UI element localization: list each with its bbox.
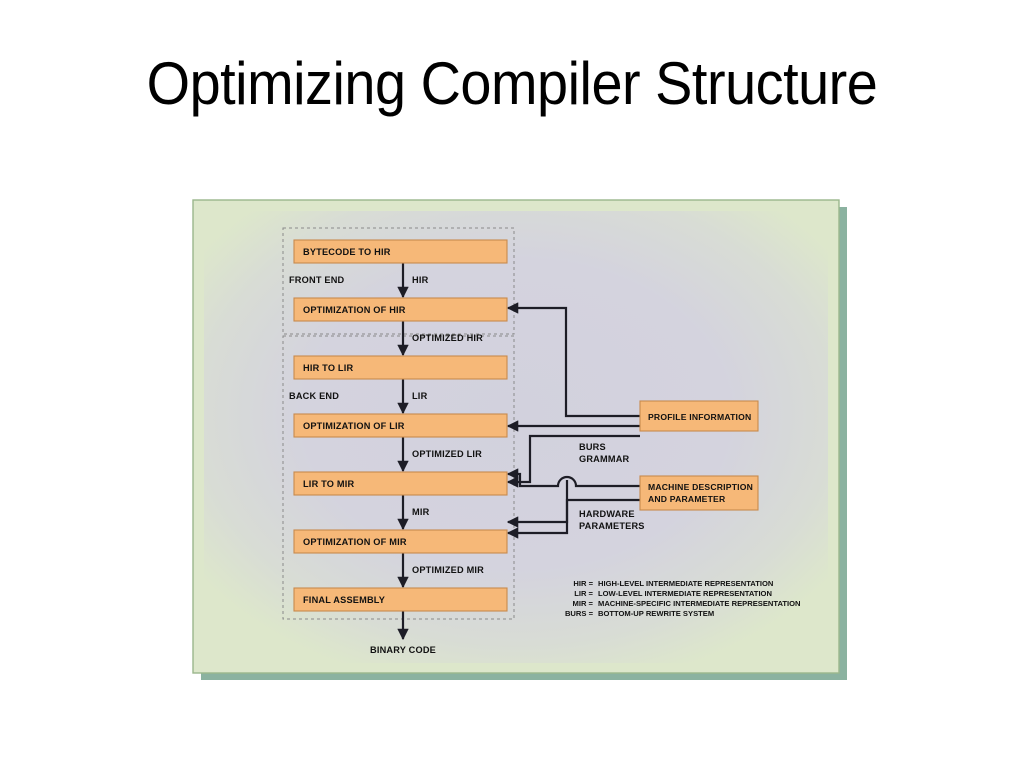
feed-label-group: BURS GRAMMAR HARDWARE PARAMETERS — [579, 442, 645, 531]
legend-term-lir: LIR = — [574, 589, 593, 598]
legend-def-lir: LOW-LEVEL INTERMEDIATE REPRESENTATION — [598, 589, 772, 598]
compiler-structure-diagram: BYTECODE TO HIR OPTIMIZATION OF HIR HIR … — [190, 197, 860, 687]
box-label: OPTIMIZATION OF LIR — [303, 421, 405, 431]
box-label: OPTIMIZATION OF HIR — [303, 305, 406, 315]
feed-label-burs-line2: GRAMMAR — [579, 454, 630, 464]
box-label: BYTECODE TO HIR — [303, 247, 391, 257]
legend-def-hir: HIGH-LEVEL INTERMEDIATE REPRESENTATION — [598, 579, 773, 588]
edge-label-mir: MIR — [412, 507, 430, 517]
feed-label-hardware-line2: PARAMETERS — [579, 521, 645, 531]
legend-def-mir: MACHINE-SPECIFIC INTERMEDIATE REPRESENTA… — [598, 599, 801, 608]
box-final-assembly[interactable]: FINAL ASSEMBLY — [293, 587, 508, 612]
page-title: Optimizing Compiler Structure — [146, 50, 878, 117]
box-lir-to-mir[interactable]: LIR TO MIR — [293, 471, 508, 496]
edge-label-optimized-mir: OPTIMIZED MIR — [412, 565, 484, 575]
edge-label-hir: HIR — [412, 275, 429, 285]
box-label-line1: MACHINE DESCRIPTION — [648, 482, 753, 492]
box-bytecode-to-hir[interactable]: BYTECODE TO HIR — [293, 239, 508, 264]
box-label: FINAL ASSEMBLY — [303, 595, 385, 605]
front-end-group — [282, 227, 515, 335]
stage-label-back-end: BACK END — [289, 391, 339, 401]
box-label: HIR TO LIR — [303, 363, 353, 373]
legend-term-burs: BURS = — [565, 609, 594, 618]
edge-label-lir: LIR — [412, 391, 428, 401]
legend: HIR = HIGH-LEVEL INTERMEDIATE REPRESENTA… — [565, 579, 801, 618]
input-box-group: PROFILE INFORMATION MACHINE DESCRIPTION … — [639, 400, 759, 511]
box-label-line2: AND PARAMETER — [648, 494, 726, 504]
box-label: PROFILE INFORMATION — [648, 412, 751, 422]
edge-label-group: HIR OPTIMIZED HIR LIR OPTIMIZED LIR MIR … — [370, 275, 484, 655]
box-profile-information[interactable]: PROFILE INFORMATION — [639, 400, 759, 432]
edge-label-optimized-lir: OPTIMIZED LIR — [412, 449, 482, 459]
box-machine-description[interactable]: MACHINE DESCRIPTION AND PARAMETER — [639, 475, 759, 511]
edge-label-optimized-hir: OPTIMIZED HIR — [412, 333, 483, 343]
box-optimization-of-mir[interactable]: OPTIMIZATION OF MIR — [293, 529, 508, 554]
box-optimization-of-lir[interactable]: OPTIMIZATION OF LIR — [293, 413, 508, 438]
feed-label-hardware-line1: HARDWARE — [579, 509, 635, 519]
box-hir-to-lir[interactable]: HIR TO LIR — [293, 355, 508, 380]
legend-term-mir: MIR = — [573, 599, 594, 608]
machine-description-edges — [506, 468, 640, 539]
stage-label-group: FRONT END BACK END — [289, 275, 345, 401]
stage-label-front-end: FRONT END — [289, 275, 345, 285]
box-optimization-of-hir[interactable]: OPTIMIZATION OF HIR — [293, 297, 508, 322]
box-label: OPTIMIZATION OF MIR — [303, 537, 407, 547]
edge-label-binary-code: BINARY CODE — [370, 645, 436, 655]
legend-def-burs: BOTTOM-UP REWRITE SYSTEM — [598, 609, 714, 618]
diagram-canvas: BYTECODE TO HIR OPTIMIZATION OF HIR HIR … — [192, 199, 840, 674]
legend-term-hir: HIR = — [573, 579, 593, 588]
pipeline-box-group: BYTECODE TO HIR OPTIMIZATION OF HIR HIR … — [293, 239, 508, 612]
feed-label-burs-line1: BURS — [579, 442, 606, 452]
box-label: LIR TO MIR — [303, 479, 355, 489]
